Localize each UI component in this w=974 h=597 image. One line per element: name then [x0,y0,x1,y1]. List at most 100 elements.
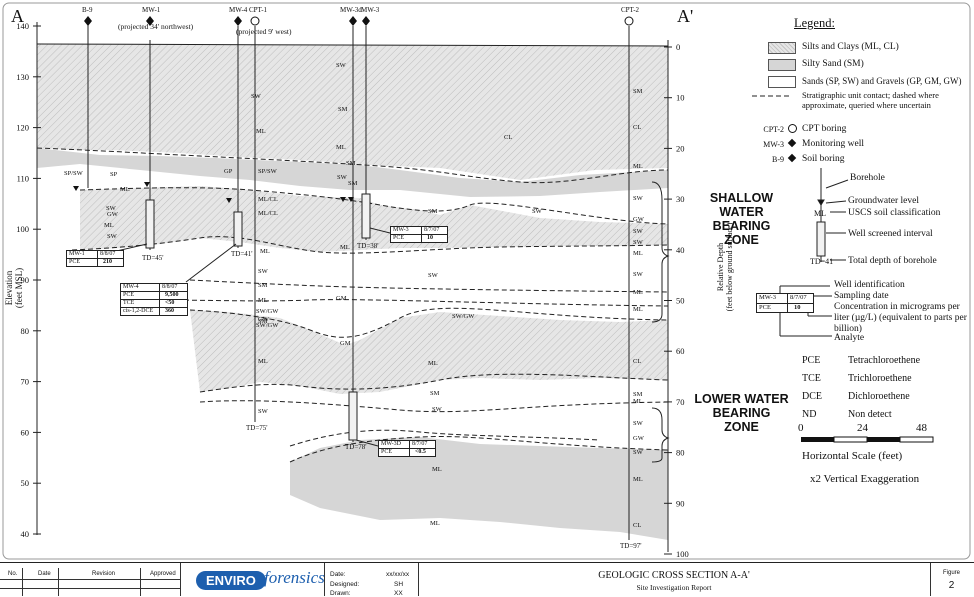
silt-clay-unit-lower [190,310,668,394]
screen-mw3 [361,193,371,239]
shallow-water-zone-label: SHALLOW WATER BEARING ZONE [709,191,774,247]
uscs-label: SW [633,449,643,456]
elevation-tick-label: 90 [21,275,30,285]
callout-date: 8/8/07 [100,251,116,257]
uscs-label: SW [258,408,268,415]
silt-clay-legend-text: Silts and Clays (ML, CL) [802,42,899,52]
uscs-legend-text: USCS soil classification [848,208,941,218]
company-logo: ENVIRO forensics [180,563,325,596]
groundwater-levels [73,182,354,203]
scale-title: Horizontal Scale (feet) [802,450,903,462]
drawing-title-cell: GEOLOGIC CROSS SECTION A-A' Site Investi… [418,563,931,596]
uscs-label: GM [336,295,347,302]
key-concentration: Concentration in micrograms per liter (µ… [834,302,967,334]
figure-cell: Figure 2 [930,563,973,596]
elevation-tick-label: 70 [21,377,30,387]
well-symbol-mw4 [234,16,242,26]
well-symbol-mw1 [146,16,154,26]
boring-label-mw-4: MW-4 [229,6,248,14]
figure-number: 2 [948,580,955,591]
uscs-label: GW [258,316,269,323]
callout-well-id: MW-4 [121,284,160,291]
legend-title: Legend: [794,16,835,30]
scale-tick-0: 0 [798,422,804,434]
scale-tick-24: 24 [857,422,868,434]
uscs-label: SP/SW [258,168,277,175]
callout-well-id: MW-1 [67,251,98,258]
boring-label-b-9: B-9 [82,6,93,14]
uscs-label: ML [633,289,643,296]
uscs-label: CL [633,522,642,529]
boring-label-cpt-1: CPT-1 [249,6,268,14]
callout-date: 8/7/07 [412,441,428,447]
abbrev-key: TCE [802,373,821,384]
elevation-tick-label: 110 [17,173,29,183]
well-symbol-mw3d [349,16,357,26]
callout-date: 8/7/07 [424,227,440,233]
horizontal-scale-bar [801,436,934,443]
uscs-label: ML [432,466,442,473]
callout-concentration: 10 [427,235,433,241]
lower-water-zone-label: LOWER WATER BEARING ZONE [694,392,789,434]
uscs-label: SW/GW [256,322,279,329]
uscs-label: ML [336,144,346,151]
drawn-value: XX [394,590,403,597]
uscs-label: SW [633,271,643,278]
uscs-label: ML/CL [258,196,278,203]
uscs-label: SP [110,171,118,178]
uscs-label: SW [633,239,643,246]
uscs-label: SW/GW [256,308,279,315]
depth-tick-label: 60 [676,346,685,356]
total-depth-label: TD=75' [246,424,268,432]
uscs-label: ML [258,297,268,304]
uscs-label: CL [504,134,513,141]
uscs-label: SW [106,205,116,212]
gw-legend-text: Groundwater level [848,196,919,206]
cpt-legend-text: CPT boring [802,124,847,134]
boring-label-mw-1: MW-1 [142,6,161,14]
uscs-label: CL [633,358,642,365]
callout-concentration: 360 [165,308,174,314]
uscs-label: SW [633,420,643,427]
contact-line-8 [289,429,601,447]
elevation-tick-label: 140 [16,21,29,31]
depth-tick-label: 10 [676,93,685,103]
col-no: No. [8,571,18,577]
callout-well-id: MW-3 [391,227,422,234]
uscs-label: ML [633,163,643,170]
logo-enviro: ENVIRO [196,571,266,590]
elevation-tick-label: 120 [16,123,29,133]
uscs-label: ML [428,360,438,367]
callout-analyte: PCE [391,235,422,242]
section-end-label: A' [677,6,694,26]
date-label: Date: [330,571,346,578]
sand-gravel-legend-text: Sands (SP, SW) and Gravels (GP, GM, GW) [802,76,962,86]
uscs-label: GP [224,168,233,175]
uscs-label: SM [430,390,440,397]
uscs-label: GW [633,216,644,223]
uscs-label: ML [633,250,643,257]
abbrev-key: DCE [802,391,822,402]
elevation-tick-label: 50 [21,478,30,488]
screen-mw4 [233,211,243,247]
depth-tick-label: 90 [676,498,685,508]
uscs-label: SM [633,88,643,95]
soil-boring-symbol-b9 [84,16,92,26]
elevation-tick-label: 60 [21,427,30,437]
total-depth-label: TD=41' [231,250,253,258]
uscs-label: CL [633,124,642,131]
stratigraphic-contacts [36,147,669,463]
td-legend-text: Total depth of borehole [848,256,937,266]
elevation-tick-label: 130 [16,72,29,82]
exaggeration-note: x2 Vertical Exaggeration [810,473,920,485]
ml-legend-label: ML [814,209,826,218]
cpt-legend-label: CPT-2 [763,125,784,134]
uscs-label: SW [258,268,268,275]
section-start-label: A [11,6,24,26]
uscs-label: ML [256,128,266,135]
cpt1-projection-note: (projected 9' west) [236,27,292,36]
uscs-label: SW [107,233,117,240]
